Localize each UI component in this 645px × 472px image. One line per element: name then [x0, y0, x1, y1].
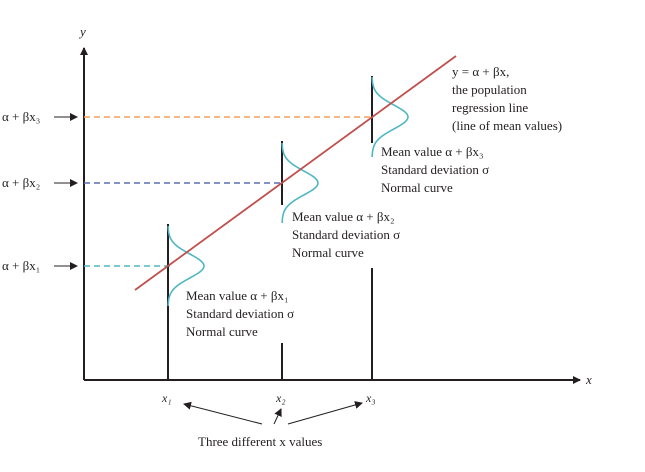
- x-tick-label-1: x₁: [161, 391, 172, 405]
- x-values-caption: Three different x values: [198, 434, 322, 449]
- y-marker-label-2: α + βx₂: [2, 175, 40, 190]
- x-axis-label: x: [585, 372, 592, 387]
- regression-label-line-3: regression line: [452, 100, 528, 115]
- annotation-1-mean: Mean value α + βx₁: [186, 288, 289, 303]
- x-tick-label-2: x₂: [275, 391, 286, 405]
- y-marker-label-3: α + βx₃: [2, 109, 40, 124]
- normal-curve-2: [281, 142, 319, 224]
- caption-arrow-1: [183, 401, 263, 425]
- annotation-3-sd: Standard deviation σ: [381, 162, 489, 177]
- annotation-2-mean: Mean value α + βx₂: [292, 209, 395, 224]
- annotation-3-mean: Mean value α + βx₃: [381, 144, 484, 159]
- caption-arrow-2: [273, 408, 282, 425]
- regression-line: [134, 55, 457, 291]
- annotation-1-curve: Normal curve: [186, 324, 258, 339]
- regression-label-line-2: the population: [452, 82, 527, 97]
- annotation-3-curve: Normal curve: [381, 180, 453, 195]
- annotation-2-sd: Standard deviation σ: [292, 227, 400, 242]
- y-marker-label-1: α + βx₁: [2, 258, 40, 273]
- regression-label-line-4: (line of mean values): [452, 118, 562, 133]
- x-tick-label-3: x₃: [365, 391, 376, 405]
- normal-curve-3: [371, 76, 409, 158]
- normal-curve-1: [167, 225, 205, 307]
- caption-arrow-3: [287, 401, 363, 425]
- y-axis-label: y: [78, 24, 86, 39]
- annotation-1-sd: Standard deviation σ: [186, 306, 294, 321]
- annotation-2-curve: Normal curve: [292, 245, 364, 260]
- regression-label-line-1: y = α + βx,: [452, 64, 509, 79]
